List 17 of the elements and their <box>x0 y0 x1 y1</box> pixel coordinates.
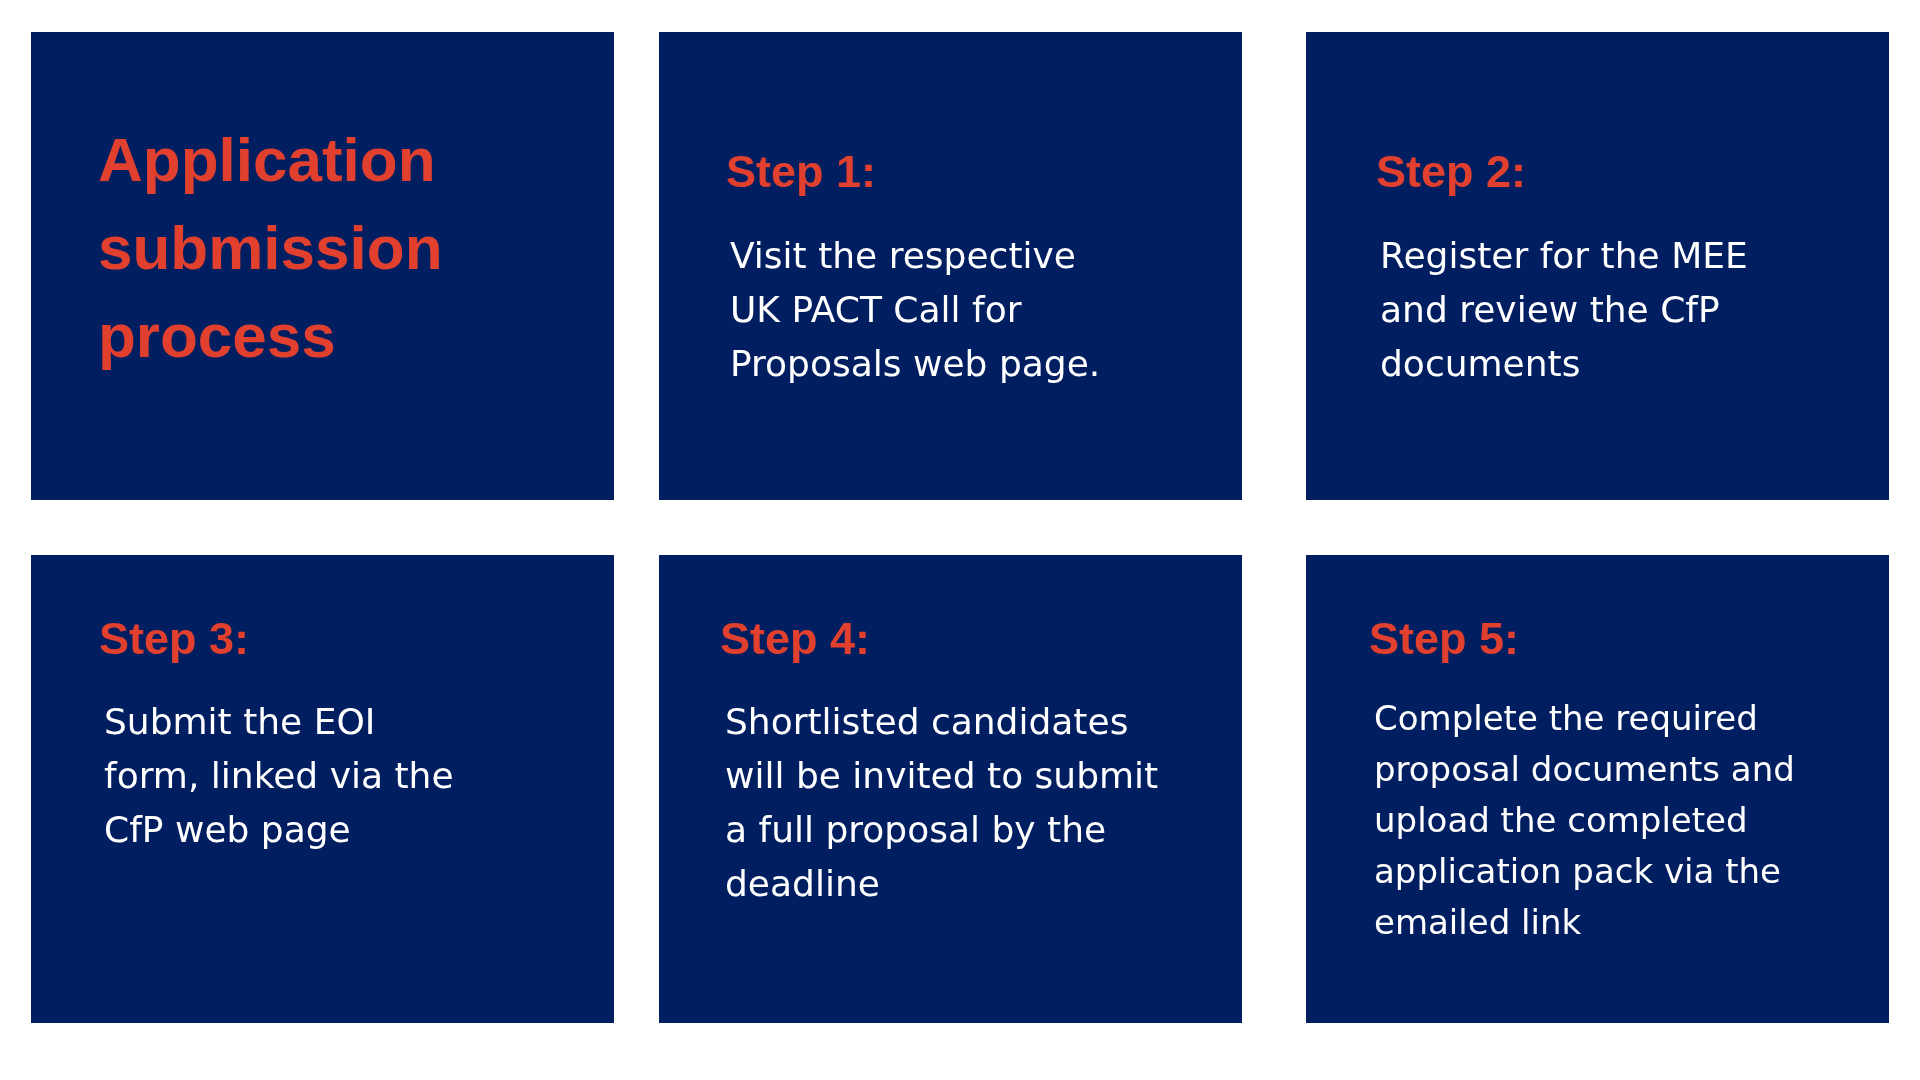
step-heading: Step 3: <box>99 612 250 666</box>
step-heading: Step 1: <box>726 145 877 199</box>
title-heading: Application submission process <box>98 124 444 372</box>
step-description: Shortlisted candidates will be invited to submit a full proposal by the deadline <box>725 700 1160 906</box>
step-description: Register for the MEE and review the CfP documents <box>1380 234 1749 386</box>
step-description: Complete the required proposal documents and upload the completed application pack via the emailed link <box>1374 697 1796 944</box>
step-card <box>659 555 1242 1023</box>
step-description: Submit the EOI form, linked via the CfP web page <box>104 700 455 852</box>
step-heading: Step 2: <box>1376 145 1527 199</box>
title-card <box>31 32 614 500</box>
step-card <box>1306 555 1889 1023</box>
step-card <box>31 555 614 1023</box>
step-card <box>659 32 1242 500</box>
step-description: Visit the respective UK PACT Call for Proposals web page. <box>730 234 1102 386</box>
step-heading: Step 4: <box>720 612 871 666</box>
step-card <box>1306 32 1889 500</box>
step-heading: Step 5: <box>1369 612 1520 666</box>
